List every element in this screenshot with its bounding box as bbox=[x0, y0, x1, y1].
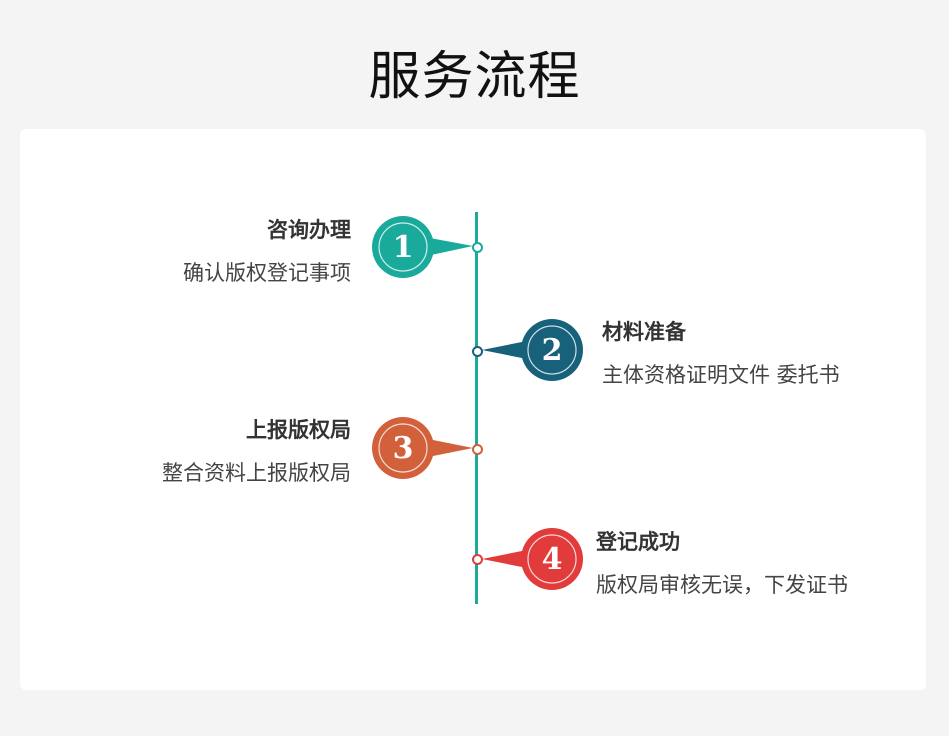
page-title: 服务流程 bbox=[368, 47, 581, 107]
step-4-title: 登记成功 bbox=[596, 530, 680, 554]
step-1-desc: 确认版权登记事项 bbox=[183, 261, 351, 285]
step-3-pin: 3 bbox=[371, 416, 477, 480]
timeline-line bbox=[475, 212, 478, 604]
step-2-title: 材料准备 bbox=[602, 320, 686, 344]
step-3-number: 3 bbox=[393, 431, 414, 466]
step-4-number: 4 bbox=[542, 542, 563, 577]
step-3-title: 上报版权局 bbox=[246, 418, 351, 442]
step-2-dot bbox=[472, 346, 483, 357]
step-2-number: 2 bbox=[542, 333, 563, 368]
step-1-number: 1 bbox=[393, 230, 414, 265]
step-4-desc: 版权局审核无误，下发证书 bbox=[596, 573, 848, 597]
step-2-desc: 主体资格证明文件 委托书 bbox=[602, 363, 840, 387]
process-card bbox=[20, 129, 926, 690]
step-1-pin: 1 bbox=[371, 215, 477, 279]
step-2-pin: 2 bbox=[480, 318, 586, 382]
step-4-pin: 4 bbox=[480, 527, 586, 591]
step-1-dot bbox=[472, 242, 483, 253]
step-3-desc: 整合资料上报版权局 bbox=[162, 461, 351, 485]
step-3-dot bbox=[472, 444, 483, 455]
step-4-dot bbox=[472, 554, 483, 565]
step-1-title: 咨询办理 bbox=[267, 218, 351, 242]
